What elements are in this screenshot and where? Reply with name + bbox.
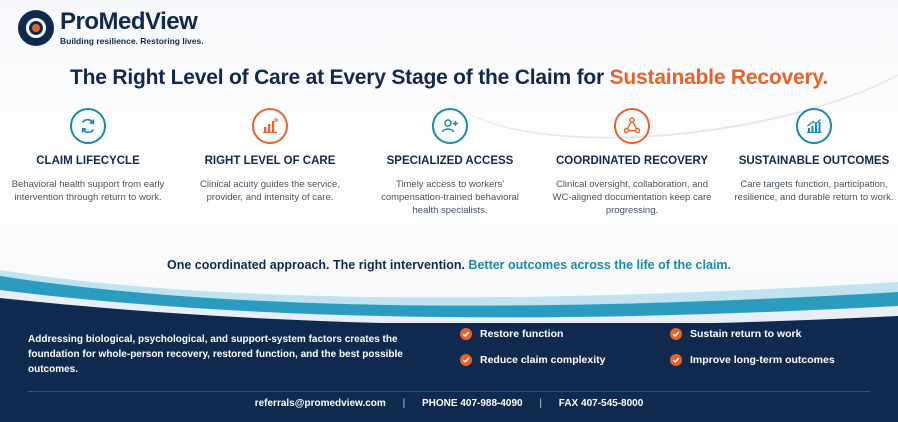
footer-statement: Addressing biological, psychological, an… [28,334,403,375]
feature-title: CLAIM LIFECYCLE [36,154,140,167]
contact-separator: | [539,398,542,409]
email-link[interactable]: referrals@promedview.com [254,398,386,409]
benefit-item: Sustain return to work [670,328,801,340]
features-row: CLAIM LIFECYCLE Behavioral health suppor… [0,108,898,248]
tagline-accent: Better outcomes across the life of the c… [468,258,731,272]
brand-logo: ProMedView Building resilience. Restorin… [18,9,204,46]
feature-title: SPECIALIZED ACCESS [386,154,514,167]
feature-specialized-access: SPECIALIZED ACCESS Timely access to work… [370,108,530,217]
feature-desc: Clinical acuity guides the service, prov… [200,179,340,203]
feature-desc: Timely access to workers' compensation-t… [381,179,519,216]
refresh-cycle-icon [70,108,106,144]
footer-band: Addressing biological, psychological, an… [0,323,898,422]
feature-title: SUSTAINABLE OUTCOMES [738,154,890,167]
check-icon [670,354,682,366]
brand-tagline: Building resilience. Restoring lives. [60,36,204,46]
page-title: The Right Level of Care at Every Stage o… [70,66,829,89]
growth-chart-icon [796,108,832,144]
feature-coordinated-recovery: COORDINATED RECOVERY Clinical oversight,… [552,108,712,217]
logo-mark-icon [18,9,54,46]
check-icon [460,328,472,340]
feature-claim-lifecycle: CLAIM LIFECYCLE Behavioral health suppor… [8,108,168,204]
feature-sustainable-outcomes: SUSTAINABLE OUTCOMES Care targets functi… [734,108,894,204]
bar-chart-icon [252,108,288,144]
feature-desc: Care targets function, participation, re… [734,179,894,203]
feature-title: COORDINATED RECOVERY [555,154,709,167]
benefit-item: Improve long-term outcomes [670,354,835,366]
network-triangle-icon [614,108,650,144]
contact-bar: referrals@promedview.com | PHONE 407-988… [0,398,898,409]
phone-link[interactable]: PHONE 407-988-4090 [421,398,523,409]
footer-divider [28,391,870,392]
feature-right-level-of-care: RIGHT LEVEL OF CARE Clinical acuity guid… [190,108,350,204]
decorative-wave [0,270,898,332]
title-accent: Sustainable Recovery. [609,66,829,89]
check-icon [460,354,472,366]
fax-number: FAX 407-545-8000 [558,398,644,409]
feature-title: RIGHT LEVEL OF CARE [204,154,336,167]
feature-desc: Clinical oversight, collaboration, and W… [552,179,712,216]
benefit-item: Restore function [460,328,563,340]
person-plus-icon [432,108,468,144]
summary-tagline: One coordinated approach. The right inte… [167,258,731,272]
benefit-item: Reduce claim complexity [460,354,605,366]
feature-desc: Behavioral health support from early int… [11,179,165,203]
brand-name: ProMedView [60,8,198,35]
benefit-list: Restore function Sustain return to work … [460,328,880,378]
contact-separator: | [402,398,406,409]
check-icon [670,328,682,340]
